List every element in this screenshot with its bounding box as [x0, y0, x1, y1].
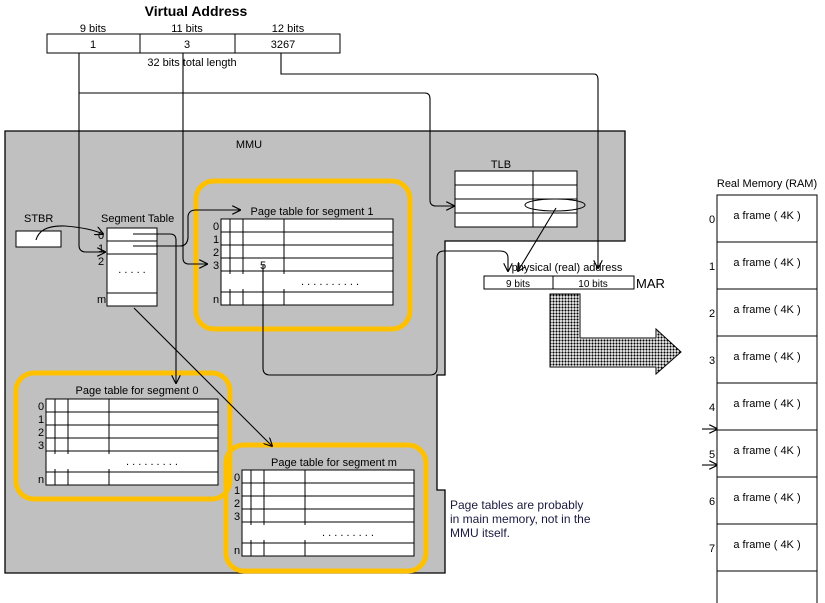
- frame-label: a frame ( 4K ): [733, 210, 800, 222]
- page-table-row-label: 0: [234, 472, 240, 484]
- page-table-ellipsis: . . . . . . . . .: [322, 527, 374, 539]
- page-table-row-label: n: [38, 474, 44, 486]
- va-bits-label-1: 11 bits: [171, 23, 203, 35]
- frame-label: a frame ( 4K ): [733, 539, 800, 551]
- note-line-2: MMU itself.: [450, 526, 510, 540]
- segment-table: 0 1 2 m . . . . .: [97, 227, 158, 307]
- highlight-seg1: [193, 178, 413, 332]
- diagram-title: Virtual Address: [145, 3, 248, 19]
- segtable-row-2: 2: [98, 256, 104, 268]
- ram-box: [716, 194, 818, 603]
- frame-label: a frame ( 4K ): [733, 351, 800, 363]
- page-table-row-label: 3: [234, 511, 240, 523]
- page-table-row-label: 1: [38, 414, 44, 426]
- frame-label: a frame ( 4K ): [733, 304, 800, 316]
- page-table-row-label: 0: [213, 221, 219, 233]
- page-table-row-label: n: [213, 294, 219, 306]
- page-table-row-label: 2: [213, 247, 219, 259]
- frame-label: a frame ( 4K ): [733, 492, 800, 504]
- page-table-row-label: 0: [38, 401, 44, 413]
- frame-index: 2: [709, 308, 715, 320]
- page-table-row-label: 2: [38, 427, 44, 439]
- frame-index: 1: [709, 261, 715, 273]
- va-offset-value: 3267: [271, 39, 295, 51]
- frame-index: 6: [709, 496, 715, 508]
- frame-label: a frame ( 4K ): [733, 398, 800, 410]
- page-table-row-label: 1: [234, 485, 240, 497]
- frame-label: a frame ( 4K ): [733, 445, 800, 457]
- page-table-title: Page table for segment m: [271, 457, 397, 469]
- va-page-value: 3: [184, 39, 190, 51]
- note-line-0: Page tables are probably: [450, 498, 583, 512]
- frame-index: 0: [709, 214, 715, 226]
- virtual-address-register: 9 bits 11 bits 12 bits 1 3 3267 32 bits …: [46, 23, 341, 69]
- frame-index: 4: [709, 402, 715, 414]
- mar-field-0: 9 bits: [506, 279, 530, 290]
- tlb-table: [454, 170, 586, 228]
- mar-label: MAR: [636, 276, 665, 291]
- ram-title: Real Memory (RAM): [717, 178, 817, 190]
- va-bits-label-2: 12 bits: [272, 23, 305, 35]
- tlb-match-ellipse: [524, 198, 586, 212]
- page-table-title: Page table for segment 0: [76, 385, 199, 397]
- page-table-ellipsis: . . . . . . . . .: [126, 456, 178, 468]
- segtable-ellipsis: . . . . .: [118, 264, 146, 276]
- highlight-segm: [223, 442, 429, 574]
- mmu-label: MMU: [236, 139, 262, 151]
- segtable-row-0: 0: [98, 230, 104, 242]
- tlb-label: TLB: [491, 159, 511, 171]
- stbr-register: [15, 230, 62, 248]
- frame-label: a frame ( 4K ): [733, 257, 800, 269]
- page-table-row-label: 2: [234, 498, 240, 510]
- segtable-row-1: 1: [98, 243, 104, 255]
- page-table-row-label: 1: [213, 234, 219, 246]
- frame-index: 7: [709, 543, 715, 555]
- va-segment-value: 1: [90, 39, 96, 51]
- mar-field-1: 10 bits: [578, 279, 607, 290]
- va-total-length: 32 bits total length: [147, 57, 236, 69]
- page-table-row-label: 3: [38, 440, 44, 452]
- frame-index: 5: [709, 449, 715, 461]
- note-line-1: in main memory, not in the: [450, 512, 591, 526]
- page-table-title: Page table for segment 1: [251, 206, 374, 218]
- big-transfer-arrow: [549, 293, 682, 376]
- highlight-seg0: [13, 370, 233, 502]
- segment-table-title: Segment Table: [101, 213, 174, 225]
- segtable-row-m: m: [97, 294, 106, 306]
- stbr-label: STBR: [24, 213, 53, 225]
- va-bits-label-0: 9 bits: [80, 23, 107, 35]
- ram-frames: 0 a frame ( 4K ) 1 a frame ( 4K ) 2 a frame (…: [709, 194, 818, 603]
- connectors: [35, 53, 717, 465]
- frame-index: 3: [709, 355, 715, 367]
- page-table-ellipsis: . . . . . . . . . .: [301, 276, 359, 288]
- page-table-row-label: n: [234, 545, 240, 557]
- page-table-row-label: 3: [213, 260, 219, 272]
- physical-address-label: physical (real) address: [512, 262, 623, 274]
- mar-register: 9 bits 10 bits MAR: [483, 275, 665, 291]
- va-box: [46, 33, 341, 54]
